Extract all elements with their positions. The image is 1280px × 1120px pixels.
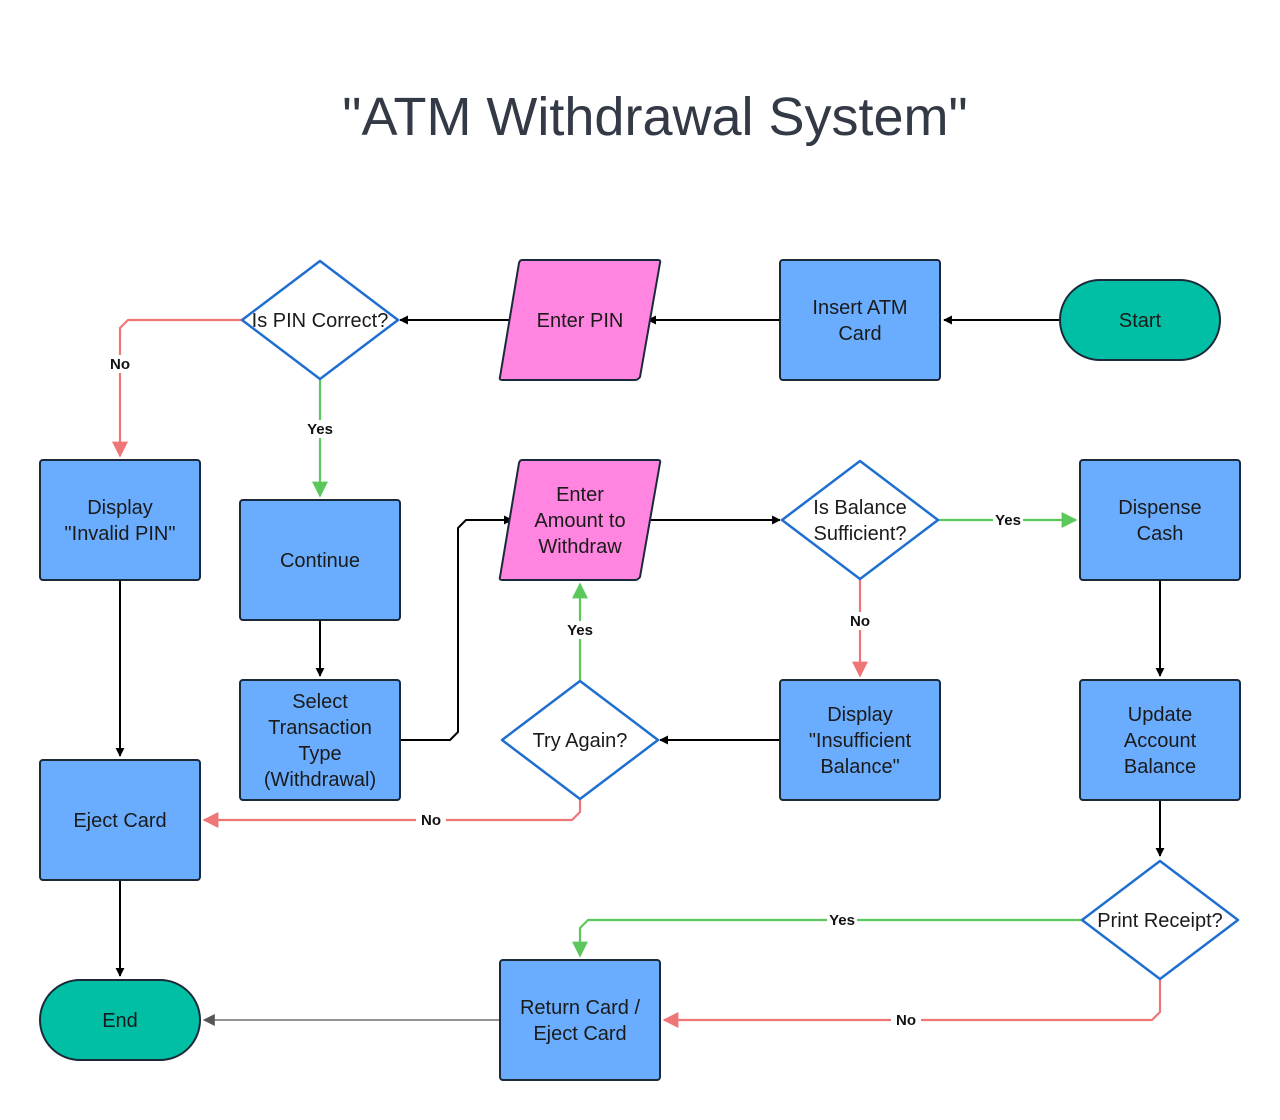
node-continue[interactable]: Continue xyxy=(239,499,401,621)
node-shape xyxy=(39,979,201,1061)
node-label-line: "Insufficient xyxy=(809,730,912,752)
edge-label-try-yes: Yes xyxy=(565,621,595,639)
edge-label-text: No xyxy=(421,812,441,829)
edge-label-balance-no: No xyxy=(845,612,875,630)
node-end[interactable]: End xyxy=(39,979,201,1061)
edge-label-background xyxy=(105,355,135,373)
edge-label-receipt-yes: Yes xyxy=(827,911,857,929)
node-pin-correct[interactable]: Is PIN Correct? xyxy=(240,259,400,381)
edge-label-text: Yes xyxy=(567,622,593,639)
node-insert-card[interactable]: Insert ATM Card xyxy=(779,259,941,381)
edge-label-text: No xyxy=(850,613,870,630)
diagram-title: "ATM Withdrawal System" xyxy=(342,87,967,147)
node-shape xyxy=(1079,459,1241,581)
edge-label-background xyxy=(565,621,595,639)
node-shape xyxy=(779,259,941,381)
node-shape xyxy=(1059,279,1221,361)
node-label-line: Sufficient? xyxy=(813,523,906,545)
node-label-line: Type xyxy=(298,743,341,765)
node-shape xyxy=(39,759,201,881)
edge-label-background xyxy=(891,1011,921,1029)
node-label-line: Continue xyxy=(280,550,360,572)
edge-label-balance-yes: Yes xyxy=(993,511,1023,529)
edge-label-pin-yes: Yes xyxy=(305,420,335,438)
node-eject-card[interactable]: Eject Card xyxy=(39,759,201,881)
node-shape xyxy=(499,959,661,1081)
edge-pin-no xyxy=(112,318,242,458)
node-label-line: Is PIN Correct? xyxy=(252,310,389,332)
edge-label-background xyxy=(993,511,1023,529)
node-label-line: Dispense xyxy=(1118,497,1201,519)
node-shape xyxy=(500,679,660,801)
node-label-line: Update xyxy=(1128,704,1193,726)
node-label-line: Transaction xyxy=(268,717,372,739)
node-label-line: Display xyxy=(87,497,153,519)
node-try-again[interactable]: Try Again? xyxy=(500,679,660,801)
edge-select-amount xyxy=(400,515,513,741)
node-label-line: Amount to xyxy=(534,510,625,532)
node-label-line: Withdraw xyxy=(538,536,622,558)
node-enter-pin[interactable]: Enter PIN xyxy=(498,259,662,381)
node-shape xyxy=(239,499,401,621)
node-label-line: Card xyxy=(838,323,881,345)
edge-label-background xyxy=(305,420,335,438)
node-shape xyxy=(39,459,201,581)
edge-label-background xyxy=(845,612,875,630)
node-label-line: Enter PIN xyxy=(537,310,624,332)
node-shape xyxy=(1080,859,1240,981)
node-label-line: "Invalid PIN" xyxy=(65,523,176,545)
node-label-line: Print Receipt? xyxy=(1097,910,1223,932)
node-label-line: Insert ATM xyxy=(812,297,907,319)
node-label-line: Balance" xyxy=(820,756,899,778)
edge-label-text: No xyxy=(896,1012,916,1029)
edge-try-no xyxy=(202,799,582,828)
node-print-receipt[interactable]: Print Receipt? xyxy=(1080,859,1240,981)
edge-label-text: Yes xyxy=(995,512,1021,529)
edge-label-text: No xyxy=(110,356,130,373)
node-label-line: Enter xyxy=(556,484,604,506)
node-label-line: End xyxy=(102,1010,138,1032)
node-label-line: Cash xyxy=(1137,523,1184,545)
edge-label-background xyxy=(827,911,857,929)
node-shape xyxy=(779,679,941,801)
node-label-line: Eject Card xyxy=(533,1023,626,1045)
edge-label-background xyxy=(416,811,446,829)
node-start[interactable]: Start xyxy=(1059,279,1221,361)
node-shape xyxy=(498,259,662,381)
edge-label-text: Yes xyxy=(307,421,333,438)
node-label-line: Account xyxy=(1124,730,1197,752)
node-label-line: Return Card / xyxy=(520,997,640,1019)
edge-label-receipt-no: No xyxy=(891,1011,921,1029)
node-label-line: Start xyxy=(1119,310,1162,332)
node-label-line: Is Balance xyxy=(813,497,906,519)
node-return-card[interactable]: Return Card / Eject Card xyxy=(499,959,661,1081)
edges-layer xyxy=(112,315,1165,1028)
node-shape xyxy=(498,459,662,581)
node-label-line: Try Again? xyxy=(533,730,628,752)
edge-label-text: Yes xyxy=(829,912,855,929)
node-label-line: Balance xyxy=(1124,756,1196,778)
node-shape xyxy=(780,459,940,581)
node-shape xyxy=(240,259,400,381)
node-shape xyxy=(239,679,401,801)
edge-label-try-no: No xyxy=(416,811,446,829)
node-label-line: Display xyxy=(827,704,893,726)
node-label-line: (Withdrawal) xyxy=(264,769,376,791)
edge-label-pin-no: No xyxy=(105,355,135,373)
node-label-line: Select xyxy=(292,691,348,713)
node-shape xyxy=(1079,679,1241,801)
nodes-layer: Start Insert ATM Card Enter PIN Is PIN Corre… xyxy=(39,259,1241,1081)
node-label-line: Eject Card xyxy=(73,810,166,832)
node-invalid-pin[interactable]: Display "Invalid PIN" xyxy=(39,459,201,581)
